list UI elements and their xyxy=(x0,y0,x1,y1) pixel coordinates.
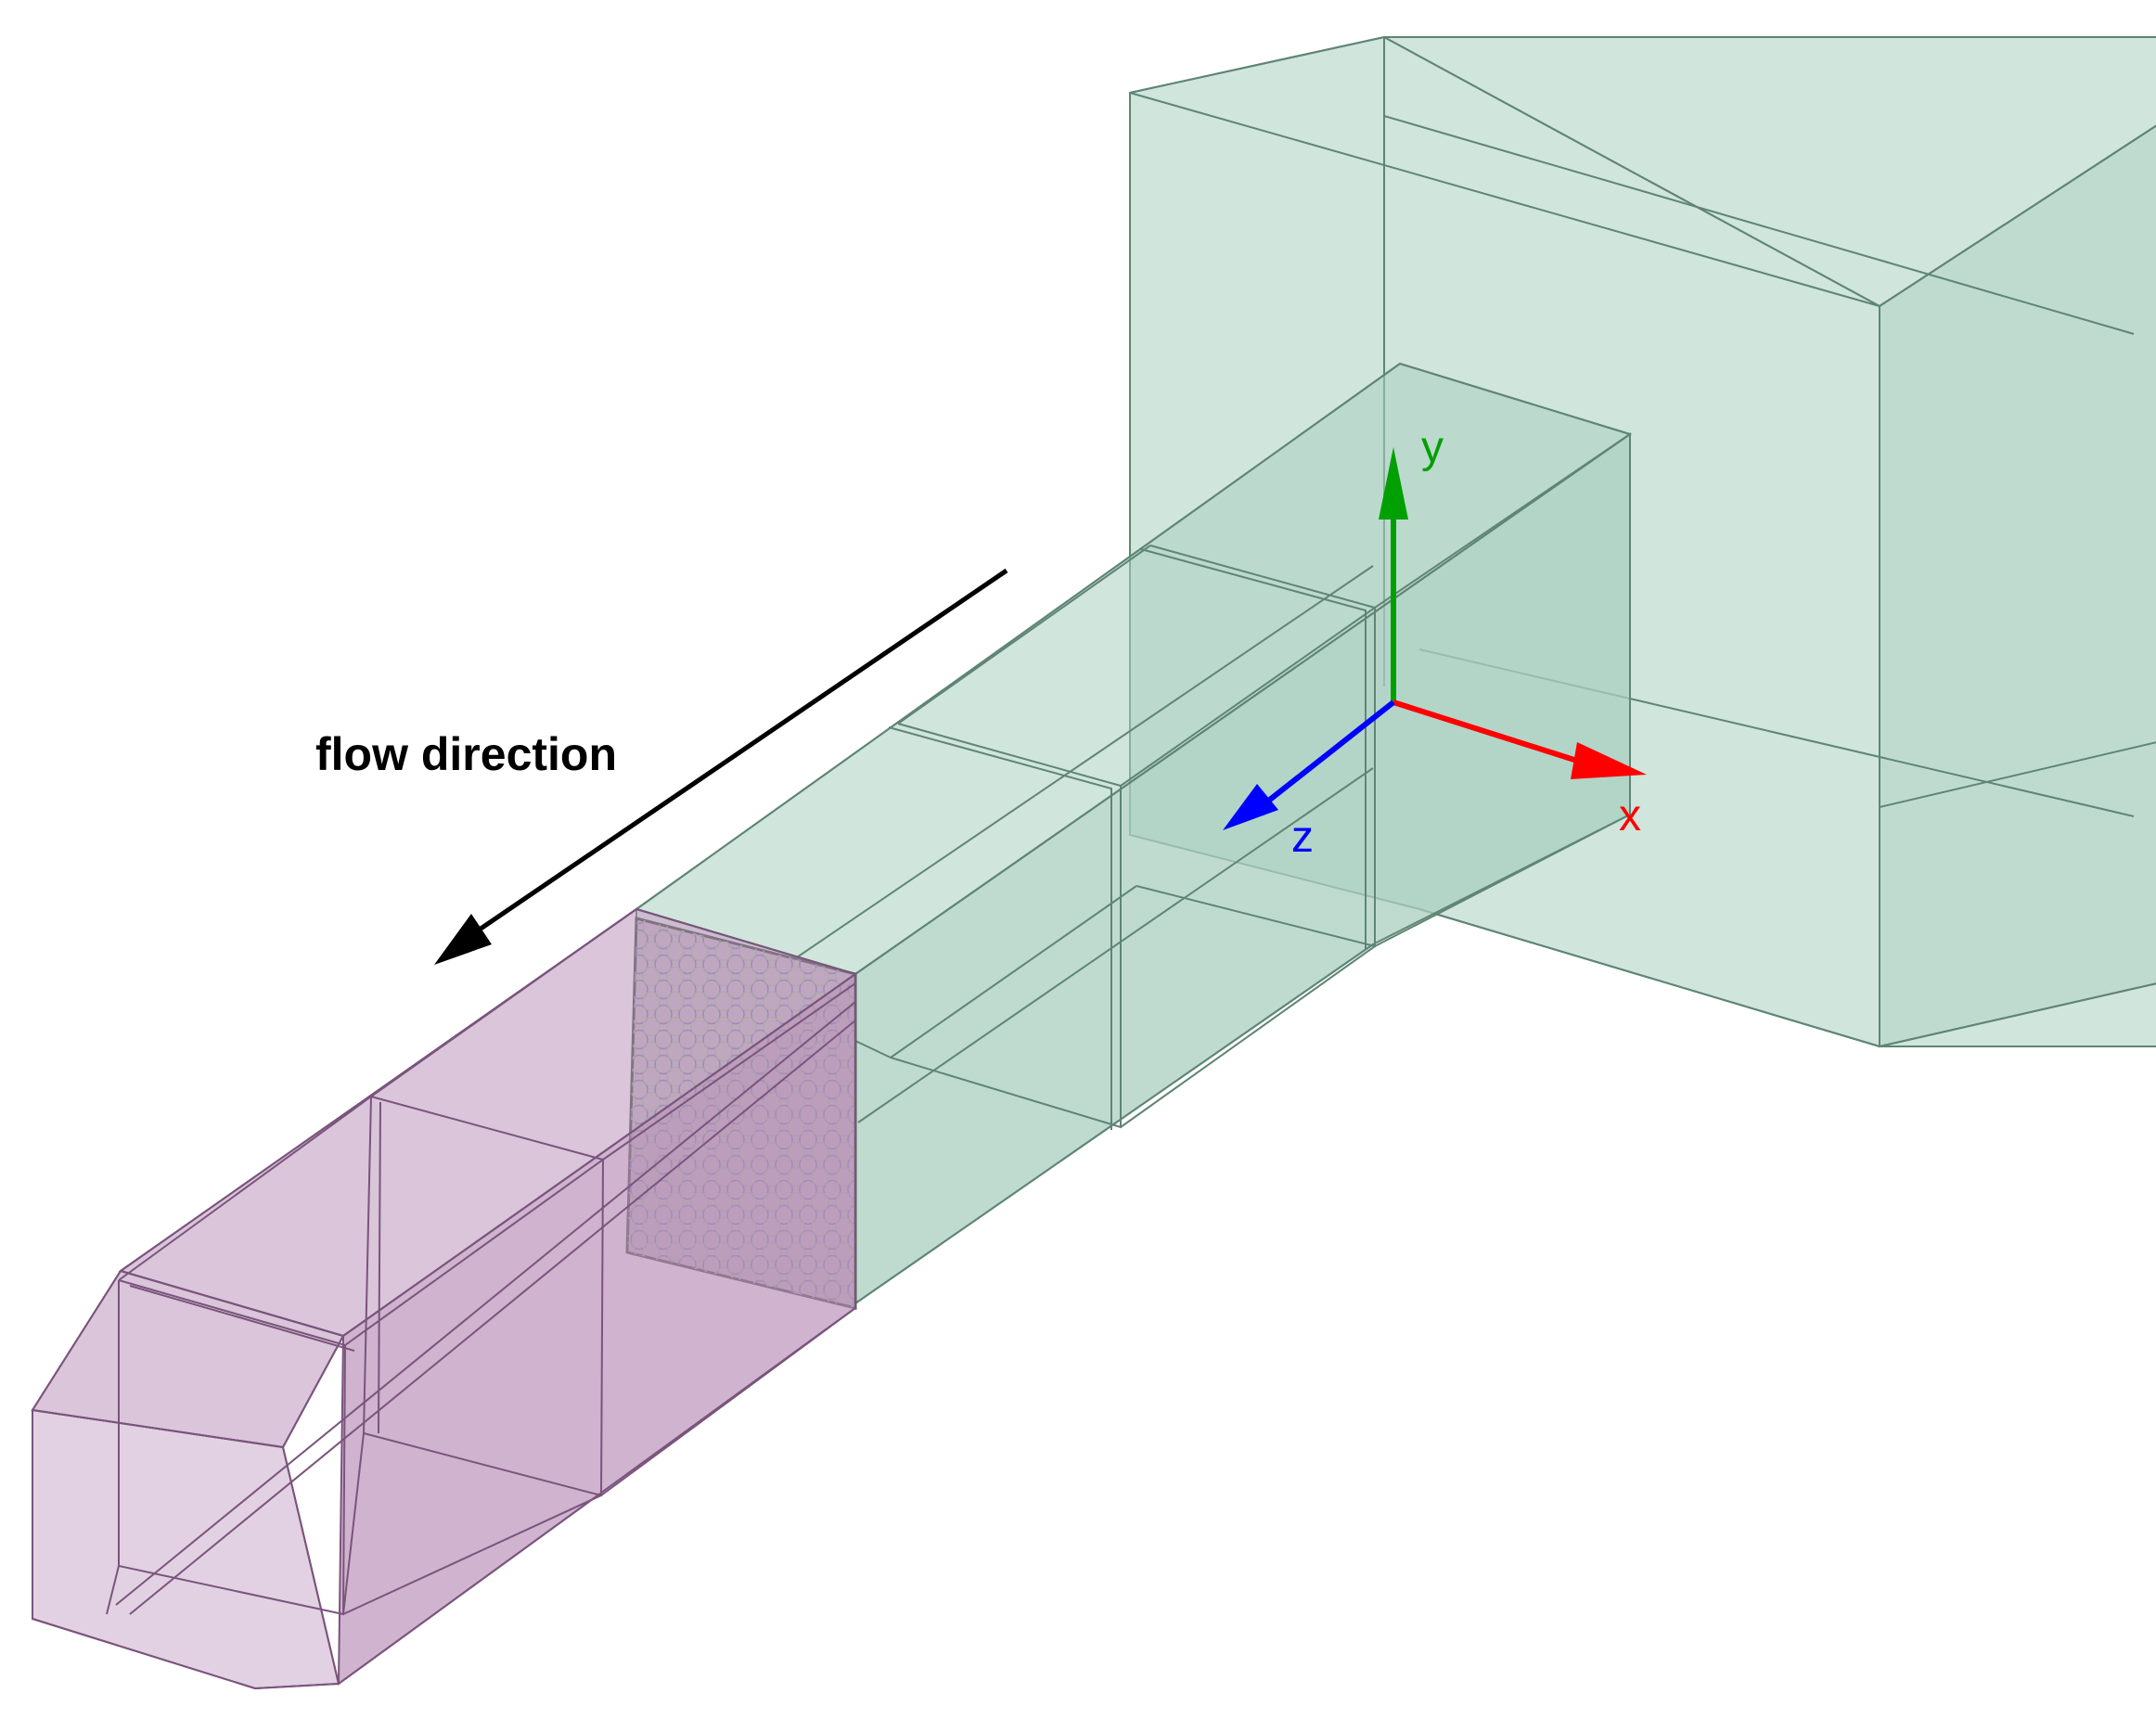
purple-duct xyxy=(31,907,858,1690)
y-axis-label: y xyxy=(1421,423,1444,472)
y-axis-arrow xyxy=(1379,447,1408,702)
z-axis-label: z xyxy=(1291,813,1314,862)
axis-triad xyxy=(1223,447,1647,830)
flow-arrow xyxy=(434,568,1008,965)
z-axis-arrow xyxy=(1223,699,1395,830)
plenum-back-face xyxy=(1383,36,2156,308)
x-axis-label: x xyxy=(1619,791,1641,840)
flow-arrow-head xyxy=(434,914,492,965)
x-axis-arrow xyxy=(1392,699,1647,779)
flow-direction-label: flow direction xyxy=(315,728,617,780)
